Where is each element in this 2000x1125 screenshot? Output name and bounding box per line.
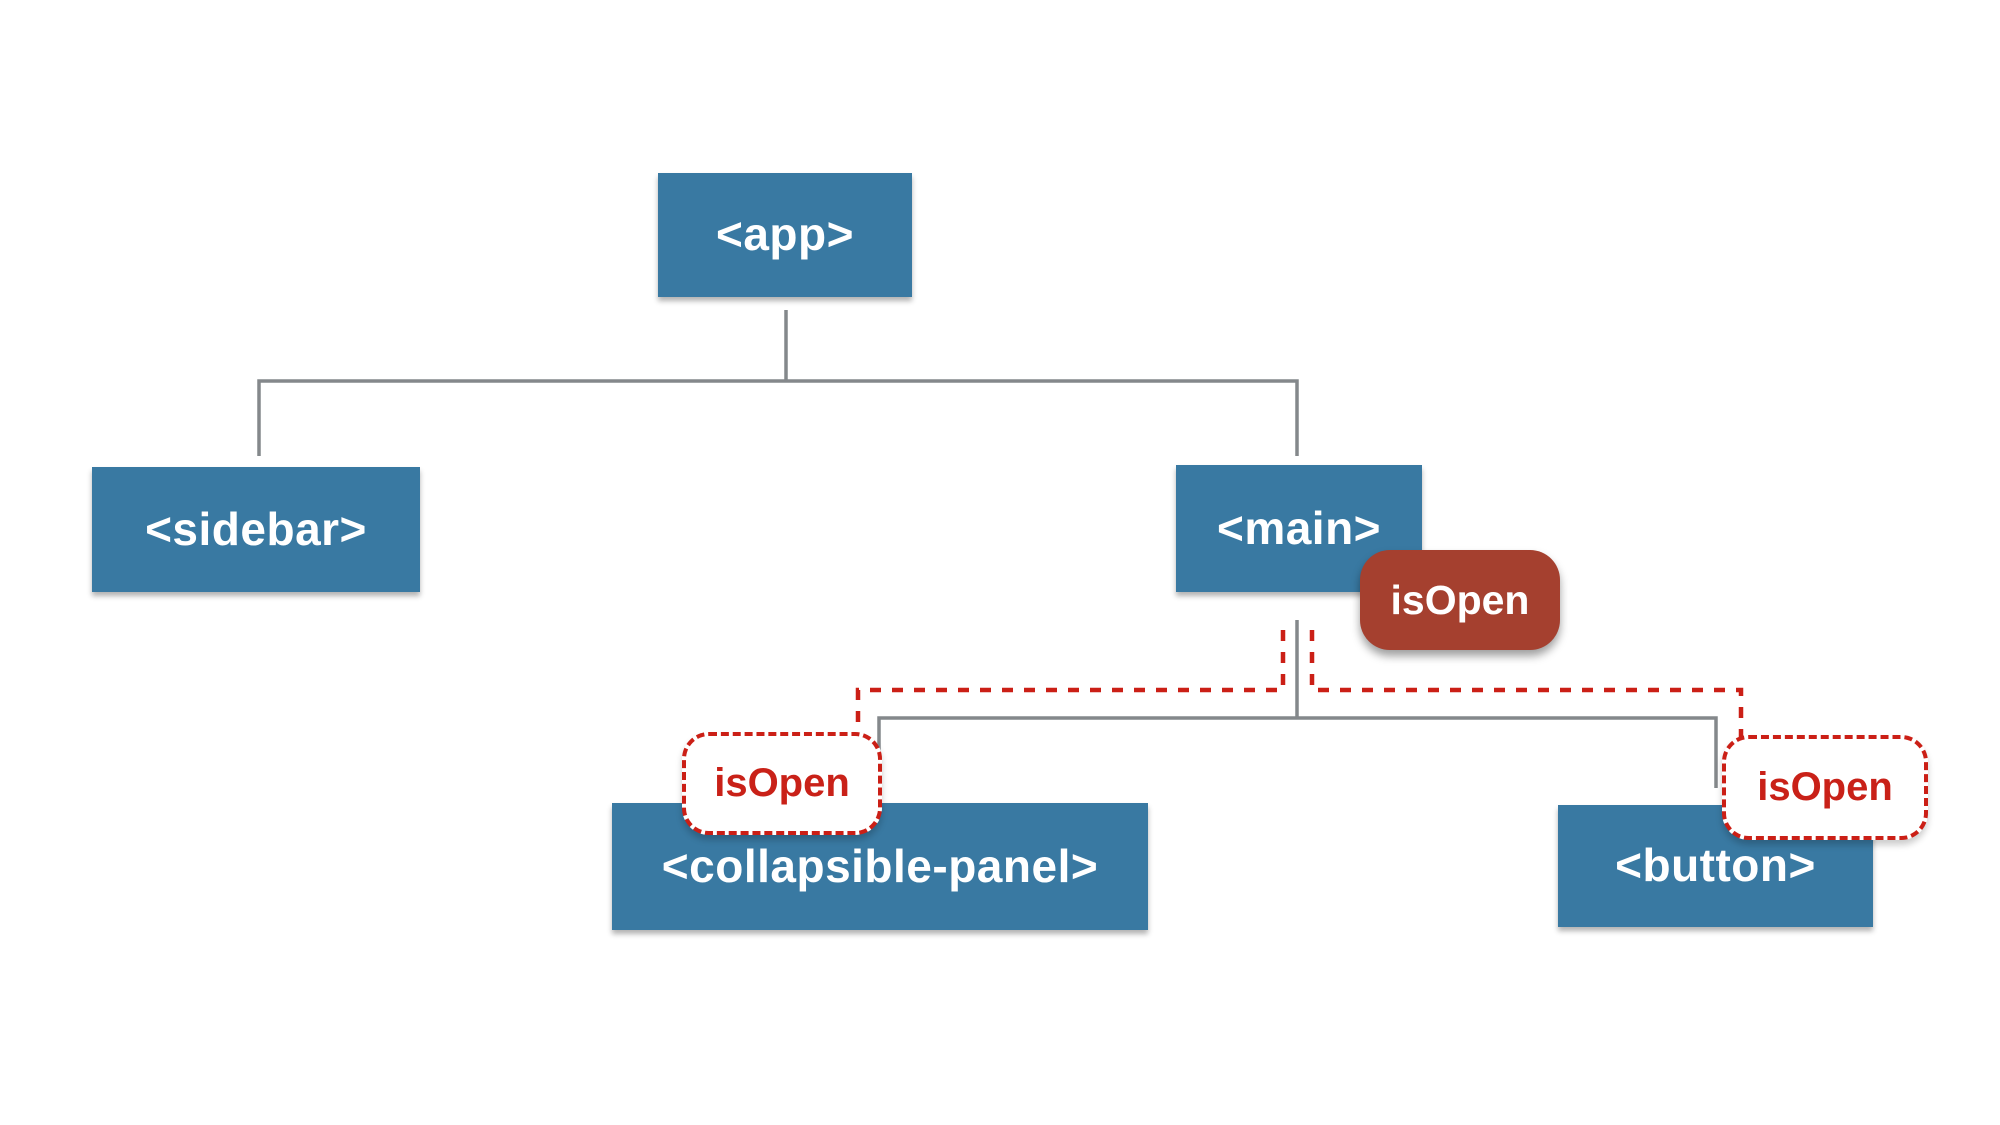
node-collapsible-panel-label: <collapsible-panel> — [661, 839, 1099, 892]
node-sidebar-label: <sidebar> — [145, 502, 367, 555]
node-sidebar: <sidebar> — [92, 467, 420, 592]
prop-flow-to-panel — [855, 630, 1286, 737]
prop-bubble-button-label: isOpen — [1757, 765, 1893, 809]
prop-flow-to-button — [1309, 630, 1744, 737]
node-app-label: <app> — [715, 208, 854, 260]
node-button-label: <button> — [1615, 839, 1816, 891]
edge-main-children — [877, 716, 1718, 803]
prop-bubble-button: isOpen — [1722, 735, 1928, 840]
prop-bubble-panel: isOpen — [682, 732, 882, 835]
state-badge-label: isOpen — [1390, 576, 1530, 623]
state-badge-isopen: isOpen — [1360, 550, 1560, 650]
node-main-label: <main> — [1216, 501, 1382, 554]
edge-app-children — [257, 379, 1299, 456]
node-app: <app> — [658, 173, 912, 297]
prop-bubble-panel-label: isOpen — [714, 761, 850, 805]
